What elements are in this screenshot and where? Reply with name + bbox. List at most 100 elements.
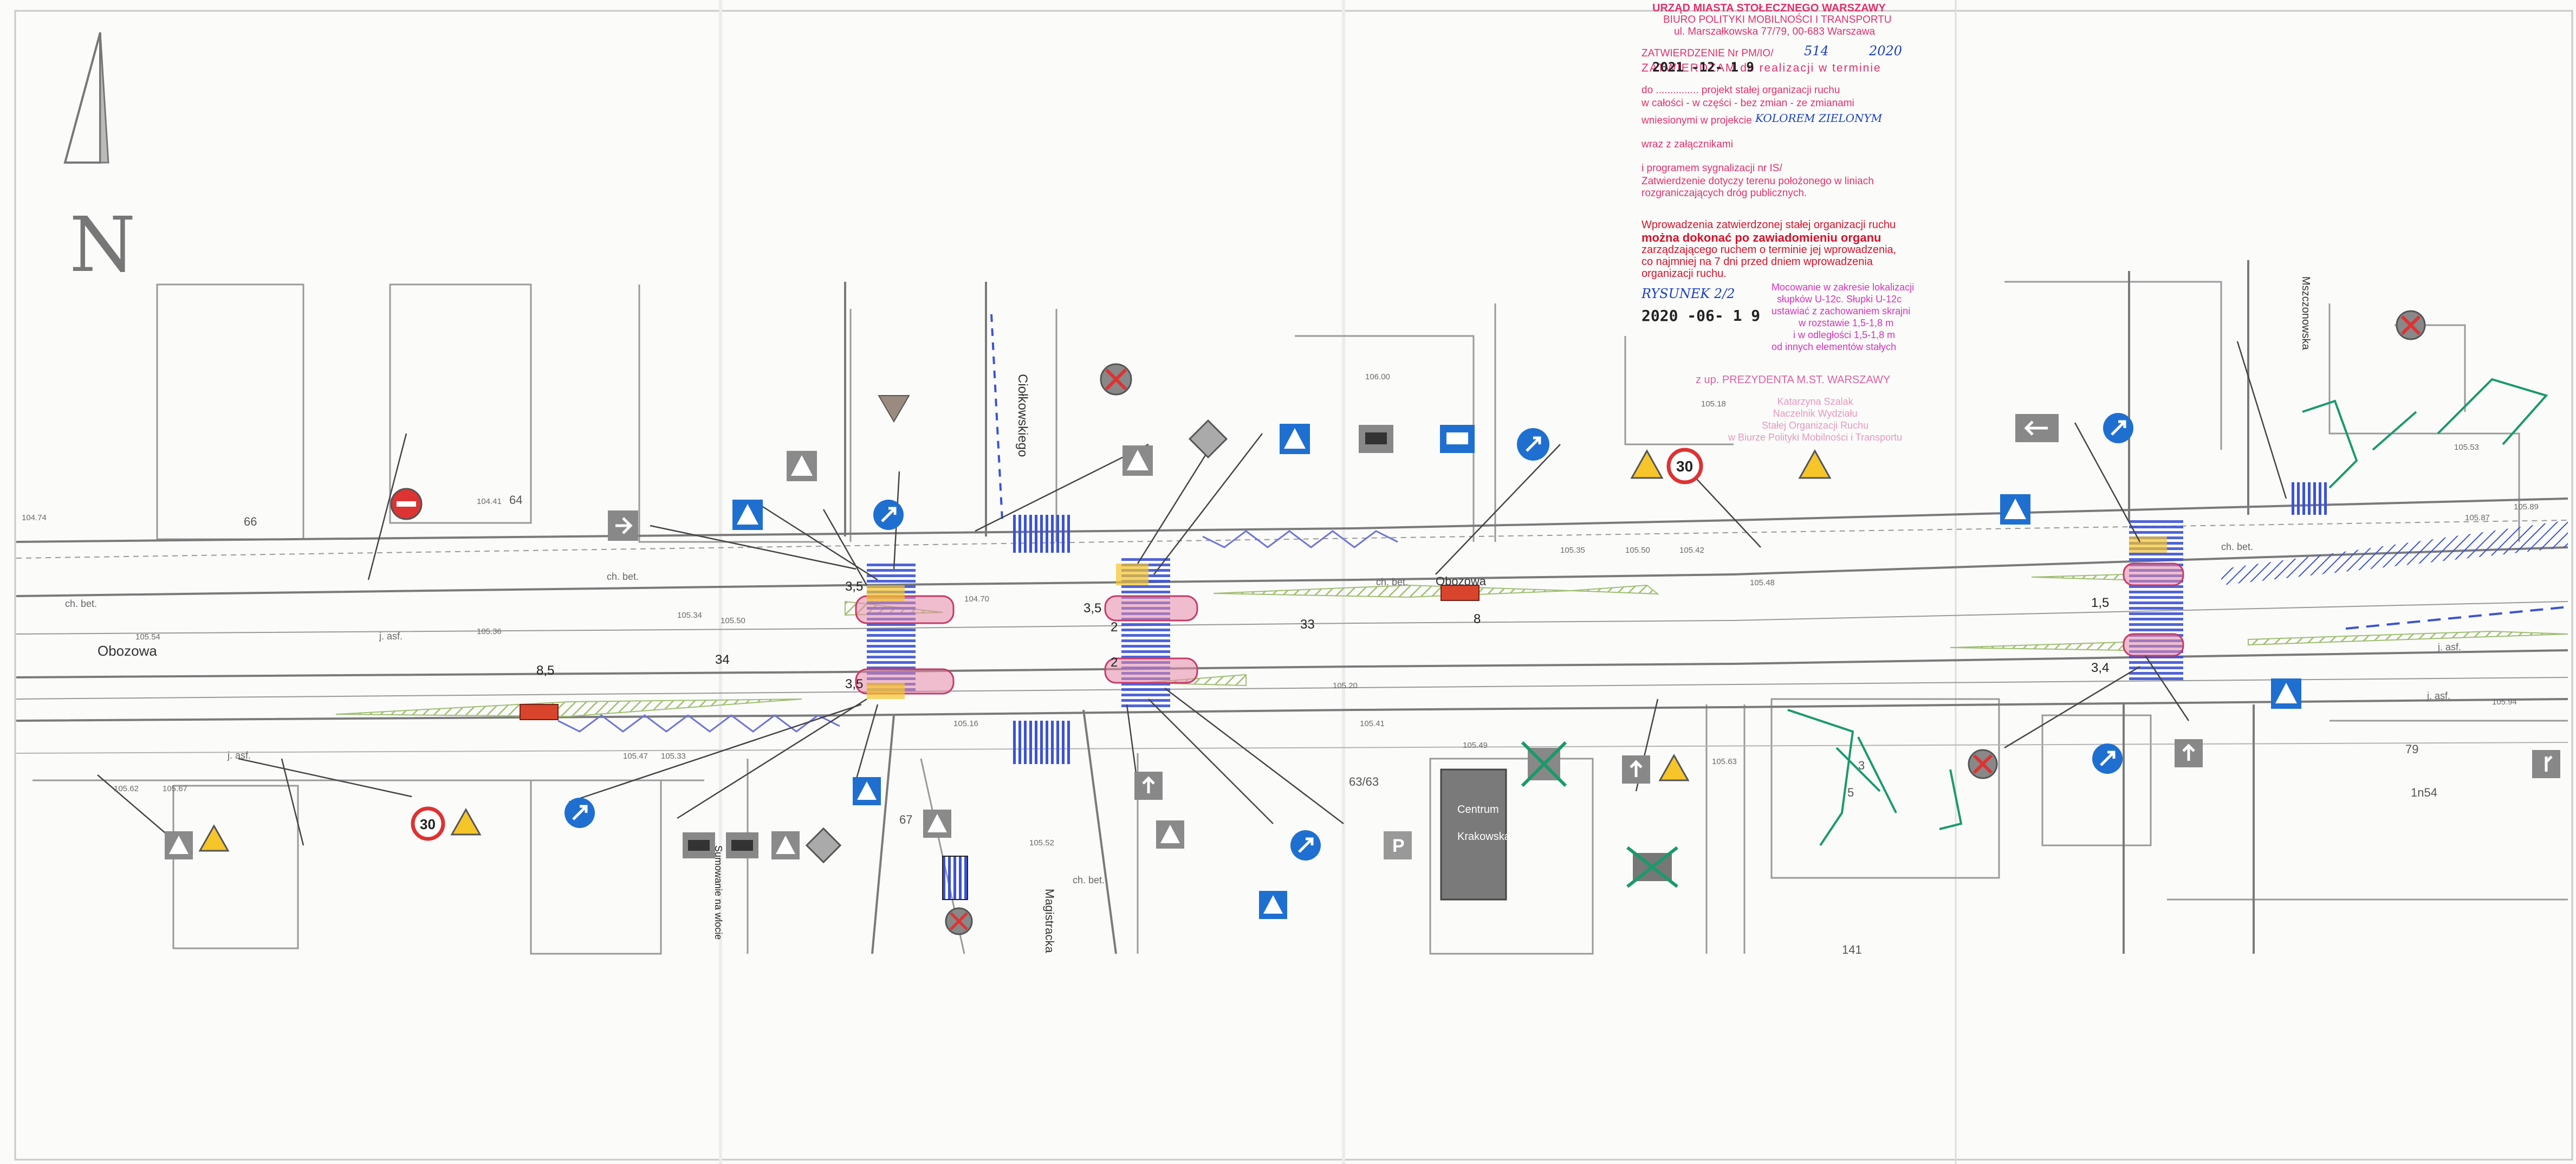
- direction-board-icon: Centrum Krakowska: [1440, 768, 1511, 901]
- dimension-label: 2: [1111, 655, 1118, 670]
- street-label: Obozowa: [1436, 574, 1487, 588]
- sign-note: Sumowanie na wlocie: [713, 845, 724, 940]
- crossed-sign-icon: [1626, 846, 1678, 888]
- elevation-label: 105.94: [2492, 697, 2517, 707]
- elevation-label: 105.35: [1560, 546, 1585, 555]
- elevation-label: 105.16: [953, 719, 978, 728]
- dimension-label: 1,5: [2091, 596, 2109, 610]
- plot-number: 64: [509, 493, 522, 507]
- office-address: ul. Marszałkowska 77/79, 00-683 Warszawa: [1674, 26, 1876, 37]
- direction-arrow-sign-icon: [2175, 739, 2203, 767]
- elevation-labels: 105.54 105.36 105.50 105.62 104.74 104.70 105.…: [22, 372, 2539, 848]
- speed-limit-sign-icon: 30: [1666, 448, 1703, 484]
- pedestrian-crossing-sign-icon: [165, 831, 193, 859]
- approval-label: ZATWIERDZENIE Nr PM/IO/: [1641, 48, 1774, 59]
- elevation-label: 105.34: [677, 611, 702, 620]
- plot-number: 5: [1847, 786, 1854, 799]
- elevation-label: 106.00: [1365, 372, 1390, 381]
- no-stopping-sign-icon: [1100, 363, 1132, 396]
- elevation-label: 104.70: [964, 594, 989, 604]
- direction-arrow-sign-icon: [608, 510, 638, 541]
- plot-number: 67: [899, 813, 912, 826]
- blue-hatch-area: [2221, 520, 2568, 585]
- elevation-label: 104.41: [477, 497, 502, 506]
- notice-text: można dokonać po zawiadomieniu organu: [1641, 231, 1881, 244]
- direction-arrow-sign-icon: [1134, 772, 1163, 800]
- mandatory-direction-sign-icon: [1517, 428, 1549, 461]
- warning-sign-icon: [1630, 449, 1664, 479]
- plot-number: 79: [2405, 742, 2418, 756]
- magenta-note: od innych elementów stałych: [1772, 341, 1897, 352]
- notice-text: Wprowadzenia zatwierdzonej stałej organi…: [1641, 219, 1896, 231]
- elevation-label: 105.18: [1701, 399, 1726, 409]
- office-name: URZĄD MIASTA STOŁECZNEGO WARSZAWY: [1652, 2, 1886, 14]
- direction-arrow-sign-icon: [1622, 755, 1650, 784]
- elevation-label: 105.87: [2465, 513, 2490, 522]
- approval-text: wraz z załącznikami: [1641, 139, 1733, 150]
- pedestrian-crossing-sign-icon: [1156, 820, 1184, 849]
- svg-text:30: 30: [420, 816, 436, 832]
- green-changes: [1787, 378, 2548, 846]
- pedestrian-crossing-sign-icon: [787, 451, 817, 481]
- signer-title: Stałej Organizacji Ruchu: [1762, 420, 1869, 431]
- dimension-label: 8: [1474, 612, 1481, 626]
- elevation-label: 104.74: [22, 513, 47, 522]
- street-label: Ciołkowskiego: [1015, 374, 1030, 457]
- changes-handwritten: KOLOREM ZIELONYM: [1755, 112, 1883, 125]
- elevation-label: 105.54: [135, 632, 160, 642]
- notice-text: co najmniej na 7 dni przed dniem wprowad…: [1641, 256, 1873, 268]
- signer-title: Naczelnik Wydziału: [1773, 408, 1858, 419]
- pedestrian-crossing-sign-icon: [2000, 494, 2030, 525]
- plot-number: 141: [1842, 943, 1862, 956]
- magenta-note: słupków U-12c. Słupki U-12c: [1777, 294, 1902, 305]
- signer-title: w Biurze Polityki Mobilności i Transport…: [1728, 432, 1903, 443]
- mandatory-direction-sign-icon: [2103, 413, 2133, 443]
- approval-text: rozgraniczających dróg publicznych.: [1641, 187, 1807, 199]
- u-3-post: [942, 856, 968, 900]
- surface-label: j. asf.: [2426, 690, 2450, 701]
- direction-board-text: Centrum: [1457, 804, 1499, 816]
- warning-sign-icon: [1798, 449, 1832, 479]
- elevation-label: 105.89: [2514, 502, 2539, 512]
- dimension-label: 2: [1111, 620, 1118, 635]
- mandatory-direction-sign-icon: [873, 500, 904, 530]
- mandatory-direction-sign-icon: [564, 798, 595, 828]
- approval-text: Zatwierdzenie dotyczy terenu położonego …: [1641, 176, 1874, 187]
- mayor-line: z up. PREZYDENTA M.ST. WARSZAWY: [1696, 374, 1891, 386]
- elevation-label: 105.41: [1360, 719, 1385, 728]
- drawing-label: RYSUNEK 2/2: [1641, 286, 1735, 301]
- warning-sign-icon: [1658, 753, 1690, 781]
- pedestrian-crossing-sign-icon: [923, 810, 951, 838]
- elevation-label: 105.36: [477, 627, 502, 636]
- elevation-label: 105.63: [1712, 757, 1737, 766]
- north-label: N: [69, 201, 136, 289]
- pedestrian-crossing-sign-icon: [1280, 424, 1310, 454]
- pedestrian-crossing-sign-icon: [2271, 678, 2301, 709]
- pedestrian-crossing-sign-icon: [732, 500, 763, 530]
- bus-stop-sign-icon: [1440, 425, 1475, 453]
- signer-block: Katarzyna Szalak Naczelnik Wydziału Stał…: [1728, 396, 1902, 443]
- north-arrow: N: [63, 32, 136, 289]
- signal-marking: [867, 536, 2167, 699]
- no-stopping-sign-icon: [1968, 749, 1998, 779]
- approval-stamp: URZĄD MIASTA STOŁECZNEGO WARSZAWY BIURO …: [1641, 0, 1945, 358]
- traffic-island: [855, 562, 2184, 695]
- plot-number: 1n54: [2411, 786, 2437, 799]
- plot-numbers: 66 64 79 5 141 3 67 63/63 1n54: [244, 493, 2437, 956]
- surface-label: ch. bet.: [1376, 577, 1408, 587]
- bus-stop-sign-icon: [1359, 425, 1393, 453]
- elevation-label: 105.53: [2454, 443, 2479, 452]
- elevation-label: 105.50: [721, 616, 745, 625]
- street-label: Mszczonowska: [2300, 276, 2312, 350]
- mandatory-direction-sign-icon: [1290, 830, 1321, 861]
- bus-stop-sign-icon: [683, 832, 715, 858]
- crossed-sign-icon: [1521, 741, 1567, 787]
- priority-road-sign-icon: [805, 827, 842, 864]
- elevation-label: 105.62: [114, 784, 139, 793]
- direction-arrow-sign-icon: [2532, 750, 2560, 778]
- bus-stop-sign-icon: [726, 832, 758, 858]
- parking-sign-icon: P: [1384, 831, 1412, 859]
- road-signs: 30: [165, 310, 2560, 935]
- dimension-label: 33: [1300, 617, 1315, 632]
